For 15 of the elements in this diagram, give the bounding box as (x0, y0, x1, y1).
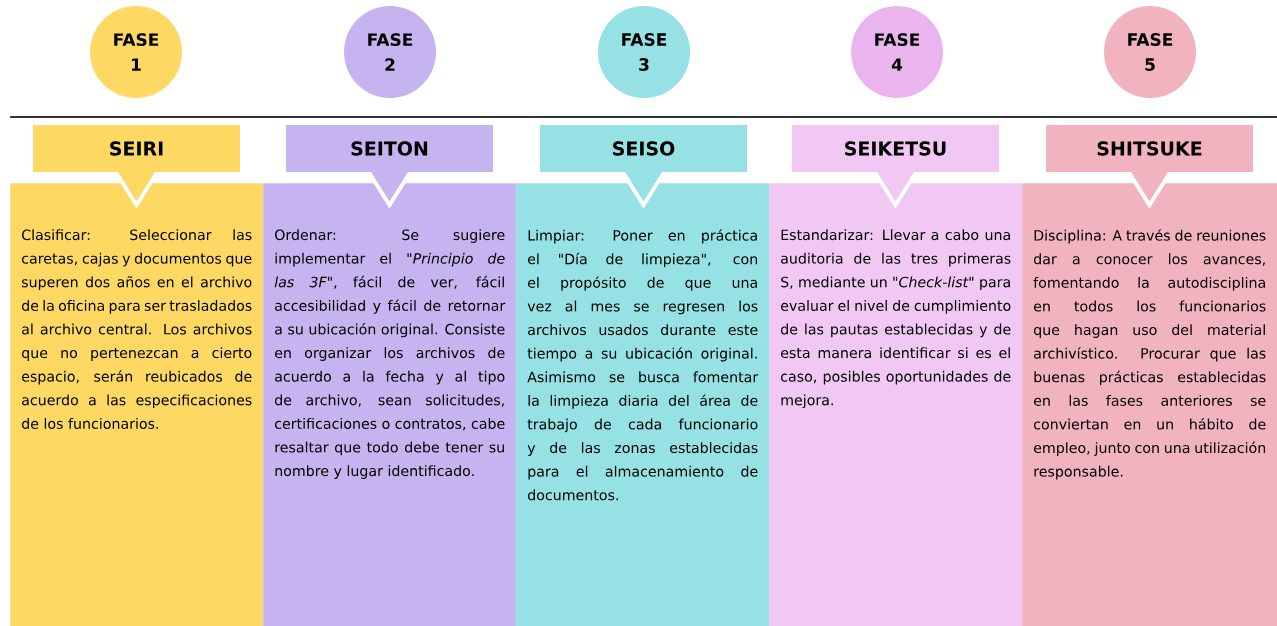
node-label: SEITON (351, 141, 428, 156)
text-column: Disciplina: A través de reuniones dar a conocer los avances, fomentando la autodisciplina en todos los funcionarios que hagan uso del material archivístico. Procurar que las buenas prácticas establecidas en las fases anteriores se conviertan en un hábito de empleo, junto con una utilización responsable. (1022, 183, 1277, 626)
title-callout: SHITSUKE (1046, 125, 1253, 209)
title-callout: SEISO (540, 125, 747, 209)
text-column: Limpiar: Poner en práctica el "Día de limpieza", con el propósito de que una vez al mes se regresen los archivos usados durante este tiempo a su ubicación original. Asimismo se busca fomentar la limpieza diaria del área de trabajo de cada funcionario y de las zonas establecidas para el almacenamiento de documentos. (516, 183, 770, 626)
node-label: SHITSUKE (1097, 141, 1202, 156)
node-label: SEIKETSU (845, 141, 946, 156)
title-callout: SEIRI (33, 125, 240, 209)
text-column: Ordenar: Se sugiere implementar el "Principio de las 3F", fácil de ver, fácil accesibilidad y fácil de retornar a su ubicación original. Consiste en organizar los archivos de acuerdo a la fecha y al tipo de archivo, sean solicitudes, certificaciones o contratos, cabe resaltar que todo debe tener su nombre y lugar identificado. (263, 183, 517, 626)
node-label: SEISO (613, 141, 675, 156)
title-callout: SEIKETSU (792, 125, 999, 209)
text-column: Clasificar: Seleccionar las caretas, cajas y documentos que superen dos años en el archivo de la oficina para ser trasladados al archivo central. Los archivos que no pertenezcan a cierto espacio, serán reubicados de acuerdo a las especificaciones de los funcionarios. (10, 183, 264, 626)
node-label: SEIRI (110, 141, 163, 156)
title-callout: SEITON (286, 125, 493, 209)
text-column: Estandarizar: Llevar a cabo una auditoria de las tres primeras S, mediante un "Check-list" para evaluar el nivel de cumplimiento de las pautas establecidas y de esta manera identificar si es el caso, posibles oportunidades de mejora. (769, 183, 1023, 626)
